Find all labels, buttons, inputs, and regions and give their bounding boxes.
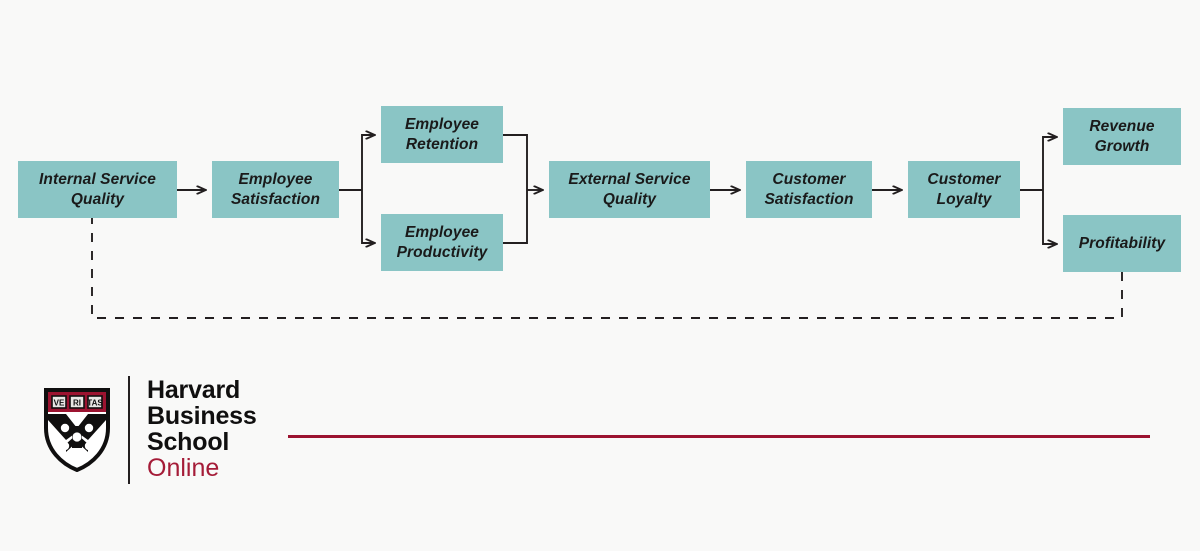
edge-retention-to-merge [503,134,528,190]
node-profitability[interactable]: Profitability [1063,215,1181,272]
node-label: Profitability [1078,234,1166,252]
edge-feedback-loop-dashed [91,218,1123,319]
logo-divider [128,376,130,484]
node-internal-service-quality[interactable]: Internal Service Quality [18,161,177,218]
wordmark-online: Online [147,453,220,482]
footer-rule [288,435,1150,438]
node-employee-retention[interactable]: Employee Retention [381,106,503,163]
edge-es-to-productivity [361,190,375,243]
edge-productivity-to-merge [503,190,528,244]
svg-text:TAS: TAS [87,399,103,408]
wordmark-line-1: Harvard [147,376,241,405]
node-label: Customer Loyalty [927,171,1001,208]
node-label: External Service Quality [568,171,691,208]
diagram-connectors [91,0,1123,319]
harvard-shield-icon: VE RI TAS [44,388,110,473]
edge-cl-to-revenue [1042,137,1057,190]
node-label: Internal Service Quality [38,171,157,208]
wordmark-line-2: Business [147,402,257,431]
wordmark-line-3: School [147,428,230,456]
footer: VE RI TAS [0,360,1200,551]
node-label: Employee Satisfaction [230,171,321,208]
node-label: Customer Satisfaction [764,171,854,208]
service-profit-chain-diagram: Internal Service Quality Employee Satisf… [18,0,1181,319]
svg-text:VE: VE [54,399,65,408]
hbs-wordmark: Harvard Business School Online [147,378,257,481]
node-customer-loyalty[interactable]: Customer Loyalty [908,161,1020,218]
hbs-online-logo[interactable]: VE RI TAS [44,376,257,484]
edge-cl-to-profitability [1042,190,1057,244]
node-revenue-growth[interactable]: Revenue Growth [1063,108,1181,165]
node-label: Employee Productivity [396,224,488,261]
node-label: Employee Retention [404,116,480,153]
edge-es-to-retention [361,135,375,190]
node-employee-satisfaction[interactable]: Employee Satisfaction [212,161,339,218]
svg-text:RI: RI [73,399,81,408]
node-label: Revenue Growth [1089,118,1155,155]
node-customer-satisfaction[interactable]: Customer Satisfaction [746,161,872,218]
node-employee-productivity[interactable]: Employee Productivity [381,214,503,271]
node-external-service-quality[interactable]: External Service Quality [549,161,710,218]
